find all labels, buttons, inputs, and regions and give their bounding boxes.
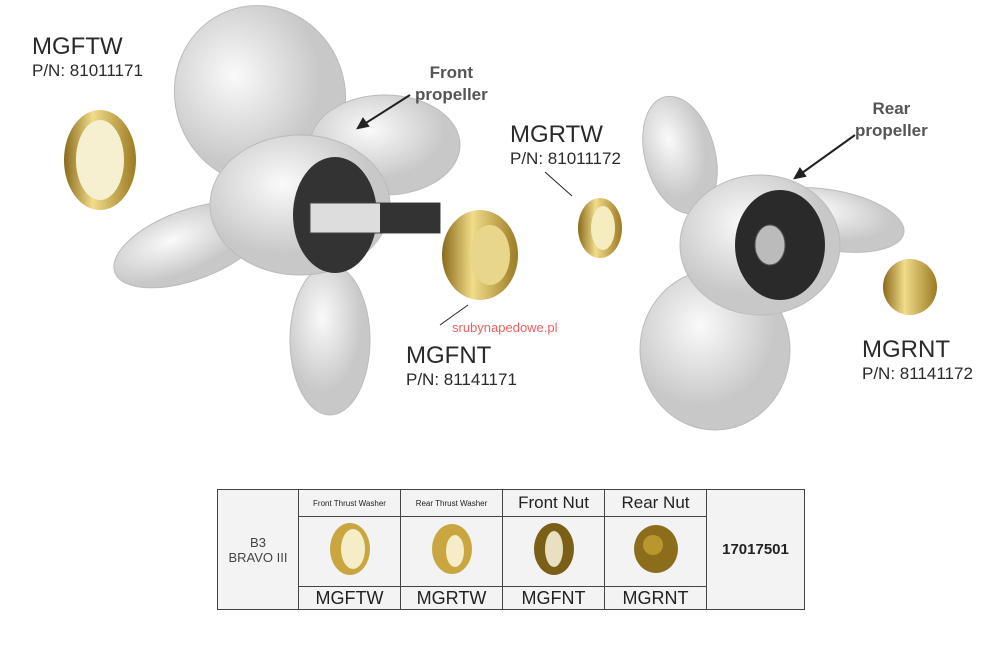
model-line: B3 (250, 534, 266, 550)
callout-line: Rear (872, 99, 911, 118)
shaft-spline (380, 203, 440, 233)
mgrnt-part (883, 259, 937, 315)
mgftw-name: MGFTW (32, 33, 123, 60)
mgrtw-pn: P/N: 81011172 (510, 149, 621, 168)
mgrtw-name: MGRTW (510, 121, 603, 148)
mgfnt-name: MGFNT (406, 342, 492, 369)
part-code-mgftw: MGFTW (298, 586, 401, 610)
rear-thrust-washer-image (400, 516, 503, 587)
part-code-mgfnt: MGFNT (502, 586, 605, 610)
mgftw-pn: P/N: 81011171 (32, 61, 143, 80)
header-rear-thrust-washer: Rear Thrust Washer (400, 489, 503, 517)
header-front-thrust-washer: Front Thrust Washer (298, 489, 401, 517)
mgrnt-pn: P/N: 81141172 (862, 364, 973, 383)
header-front-nut: Front Nut (502, 489, 605, 517)
header-rear-nut: Rear Nut (604, 489, 707, 517)
front-propeller-callout: Front propeller (415, 62, 488, 106)
rear-nut-image (604, 516, 707, 587)
front-nut-image (502, 516, 605, 587)
mgfnt-label: MGFNT P/N: 81141171 (406, 342, 517, 390)
arrows (356, 94, 856, 326)
rear-propeller-callout: Rear propeller (855, 98, 928, 142)
model-cell: B3 BRAVO III (217, 489, 299, 610)
front-thrust-washer-image (298, 516, 401, 587)
watermark: srubynapedowe.pl (452, 320, 558, 335)
parts-table: B3 BRAVO III Front Thrust Washer Rear Th… (217, 489, 805, 610)
mgrnt-label: MGRNT P/N: 81141172 (862, 336, 973, 384)
mgfnt-pn: P/N: 81141171 (406, 370, 517, 389)
propeller-illustration (64, 5, 937, 431)
model-line: BRAVO III (228, 549, 288, 565)
callout-line: propeller (855, 121, 928, 140)
kit-number: 17017501 (706, 489, 805, 610)
callout-line: propeller (415, 85, 488, 104)
mgrtw-label: MGRTW P/N: 81011172 (510, 121, 621, 169)
part-code-mgrtw: MGRTW (400, 586, 503, 610)
part-code-mgrnt: MGRNT (604, 586, 707, 610)
mgrnt-name: MGRNT (862, 336, 950, 363)
mgftw-label: MGFTW P/N: 81011171 (32, 33, 143, 81)
callout-line: Front (429, 63, 474, 82)
